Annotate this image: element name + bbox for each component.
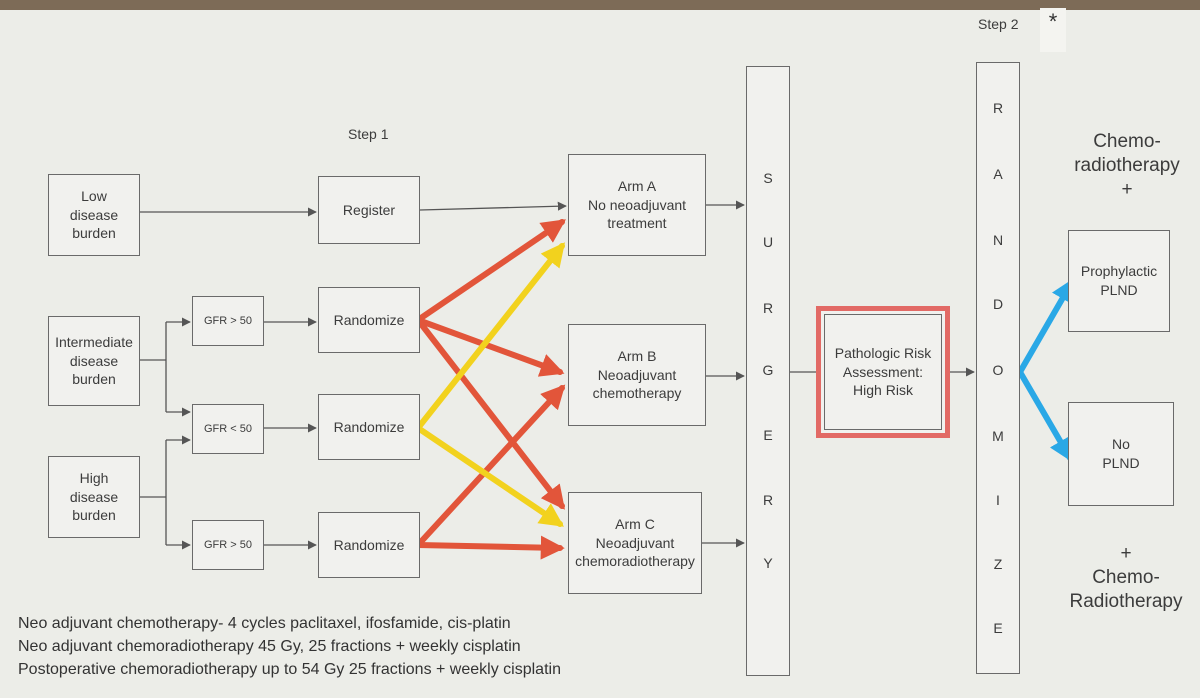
surgery-letter: R [762,300,774,316]
gfr-mid-box: GFR < 50 [192,404,264,454]
randomize-letter: E [993,620,1003,636]
surgery-letter: G [762,362,774,378]
randomize-box-2: Randomize [318,394,420,460]
randomize-column-box [976,62,1020,674]
pathologic-risk-text: Pathologic Risk Assessment: High Risk [824,314,942,430]
orange-arrow-r1-arm-c [415,317,565,510]
blue-arrow-to-prophylactic [1017,277,1075,375]
randomize-letter: M [992,428,1004,444]
yellow-arrow-r2-arm-c [415,425,564,527]
no-plnd-box: No PLND [1068,402,1174,506]
orange-arrow-r3-arm-c [415,535,565,560]
randomize-letter: R [992,100,1004,116]
note-line: Neo adjuvant chemotherapy- 4 cycles pacl… [18,615,511,632]
orange-arrow-r1-arm-b [415,317,565,377]
low-disease-burden-box: Low disease burden [48,174,140,256]
asterisk-marker: * [1040,8,1066,52]
chemoradiotherapy-footer: + Chemo- Radiotherapy [1069,543,1183,612]
note-line: Neo adjuvant chemoradiotherapy 45 Gy, 25… [18,638,521,655]
randomize-letter: D [992,296,1004,312]
surgery-column-box [746,66,790,676]
orange-arrow-r3-arm-b [415,384,566,548]
note-line: Postoperative chemoradiotherapy up to 54… [18,661,561,678]
randomize-letter: A [993,166,1003,182]
high-disease-burden-box: High disease burden [48,456,140,538]
intermediate-disease-burden-box: Intermediate disease burden [48,316,140,406]
randomize-letter: N [992,232,1004,248]
randomize-letter: Z [993,556,1003,572]
treatment-notes: Neo adjuvant chemotherapy- 4 cycles pacl… [18,612,561,681]
arm-b-box: Arm B Neoadjuvant chemotherapy [568,324,706,426]
chemoradiotherapy-header: Chemo- radiotherapy + [1074,131,1180,200]
surgery-letter: R [762,492,774,508]
randomize-letter: I [996,492,1000,508]
gfr-top-box: GFR > 50 [192,296,264,346]
surgery-letter: U [762,234,774,250]
step-2-label: Step 2 [978,16,1019,32]
yellow-arrow-r2-arm-a [415,242,565,431]
gfr-bottom-box: GFR > 50 [192,520,264,570]
blue-arrow-to-no-plnd [1017,369,1073,463]
randomize-letter: O [992,362,1004,378]
surgery-letter: S [763,170,773,186]
arm-c-box: Arm C Neoadjuvant chemoradiotherapy [568,492,702,594]
register-box: Register [318,176,420,244]
step-1-label: Step 1 [348,126,389,142]
surgery-letter: E [763,427,773,443]
line-register-to-arm-a [419,201,567,211]
prophylactic-plnd-box: Prophylactic PLND [1068,230,1170,332]
randomize-box-3: Randomize [318,512,420,578]
top-edge-strip [0,0,1200,10]
randomize-box-1: Randomize [318,287,420,353]
surgery-letter: Y [763,555,773,571]
orange-arrow-r1-arm-a [415,219,566,323]
pathologic-risk-box: Pathologic Risk Assessment: High Risk [816,306,950,438]
arm-a-box: Arm A No neoadjuvant treatment [568,154,706,256]
